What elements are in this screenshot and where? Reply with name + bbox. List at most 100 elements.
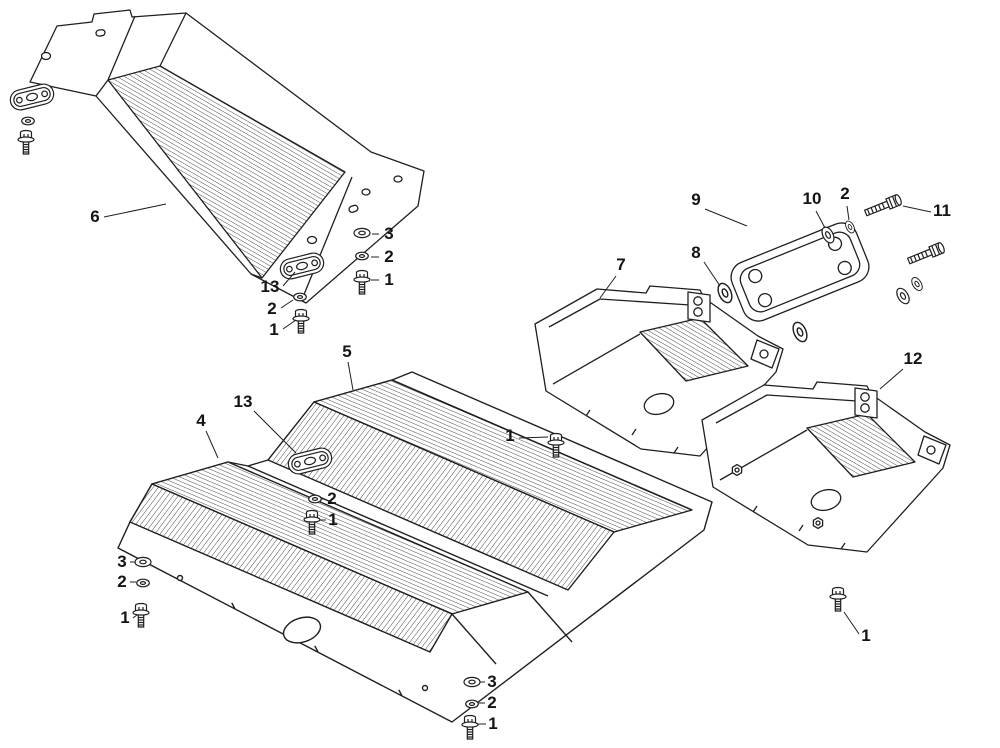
leader-line <box>132 614 138 619</box>
callout-1: 1 <box>320 510 338 529</box>
grommet-washer-8 <box>789 319 811 345</box>
hex-bolt-1 <box>17 129 35 155</box>
flat-washer <box>909 275 925 293</box>
callout-7: 7 <box>599 255 626 299</box>
callout-1: 1 <box>120 608 138 627</box>
part-4-5-double-shield <box>117 371 713 723</box>
callout-2: 2 <box>479 693 497 712</box>
flat-washer-2 <box>355 251 369 261</box>
callout-label: 3 <box>117 552 126 571</box>
bracket-12-tab-hole <box>926 445 936 455</box>
cap-screw-11 <box>906 241 947 267</box>
part-5-front-ribbed <box>267 401 615 591</box>
plate-9 <box>730 222 870 322</box>
flat-washer-2 <box>136 578 150 588</box>
callout-4: 4 <box>196 411 219 459</box>
oval-flange-13 <box>7 81 57 113</box>
callout-label: 7 <box>616 255 625 274</box>
callout-1: 1 <box>505 426 549 445</box>
part-4-5-small-hole <box>176 574 184 582</box>
callout-label: 2 <box>840 184 849 203</box>
leader-line <box>518 436 549 439</box>
leader-line <box>282 271 296 287</box>
callout-1: 1 <box>843 611 871 645</box>
callout-label: 4 <box>196 411 206 430</box>
part-4-5-small-hole <box>421 684 429 692</box>
lock-washer-3 <box>463 676 481 688</box>
leader-line <box>815 210 826 229</box>
callout-1: 1 <box>269 319 297 339</box>
callout-label: 13 <box>234 392 253 411</box>
callout-6: 6 <box>90 203 167 226</box>
callout-label: 2 <box>117 572 126 591</box>
leader-line <box>599 275 617 299</box>
callout-label: 10 <box>803 189 822 208</box>
callout-3: 3 <box>480 672 497 691</box>
lock-washer-3 <box>134 556 152 568</box>
cap-screw-11 <box>863 193 904 219</box>
callout-label: 5 <box>342 342 351 361</box>
callout-label: 3 <box>487 672 496 691</box>
lock-washer-3 <box>353 227 371 239</box>
callout-2: 2 <box>322 489 337 508</box>
hex-bolt-1 <box>132 602 150 628</box>
bracket-7-block-hole <box>693 296 703 306</box>
callout-8: 8 <box>691 243 721 287</box>
callout-2: 2 <box>267 299 294 318</box>
callout-label: 13 <box>261 277 280 296</box>
grommet-washer-8 <box>714 280 736 306</box>
hex-bolt-1 <box>829 586 847 612</box>
bolt-head-icon <box>812 516 824 530</box>
callout-label: 2 <box>384 247 393 266</box>
bracket-12-hole <box>810 488 842 512</box>
plate-9-hole <box>757 293 773 308</box>
callout-3: 3 <box>372 224 394 243</box>
flat-washer-2 <box>308 494 322 504</box>
leader-line <box>280 299 294 309</box>
hex-bolt-1 <box>461 714 479 740</box>
part-6-shield-bracket <box>29 9 425 304</box>
bolt-head-icon <box>731 463 743 477</box>
bracket-12 <box>701 381 951 553</box>
callout-12: 12 <box>879 349 923 390</box>
callout-10: 10 <box>803 189 826 229</box>
callouts: 6 3 2 1 13 2 1 5 <box>90 184 951 733</box>
callout-label: 2 <box>487 693 496 712</box>
flat-washer-2 <box>21 116 35 126</box>
callout-3: 3 <box>117 552 135 571</box>
part-6-hole <box>393 175 403 183</box>
callout-11: 11 <box>902 201 951 220</box>
callout-2: 2 <box>117 572 136 591</box>
callout-13: 13 <box>261 271 296 296</box>
plate-9-inner-rim <box>739 231 861 313</box>
leader-line <box>902 205 932 213</box>
leader-line <box>282 319 297 330</box>
bracket-7-ribbed <box>639 317 749 382</box>
leader-line <box>704 208 748 227</box>
callout-1: 1 <box>371 270 394 289</box>
callout-label: 1 <box>328 510 337 529</box>
part-6-hole <box>361 188 371 196</box>
callout-2: 2 <box>371 247 394 266</box>
callout-label: 12 <box>904 349 923 368</box>
callout-label: 1 <box>120 608 129 627</box>
callout-label: 1 <box>505 426 514 445</box>
callout-label: 2 <box>327 489 336 508</box>
plate-9-hole <box>748 268 763 284</box>
flat-washer-2 <box>465 699 479 709</box>
leader-line <box>703 261 721 287</box>
callout-5: 5 <box>342 342 354 391</box>
leader-line <box>879 368 904 390</box>
part-4-5-hole <box>282 616 322 644</box>
bracket-12-block-hole <box>860 392 870 402</box>
callout-label: 1 <box>384 270 393 289</box>
bracket-7-block-hole <box>693 307 703 317</box>
bracket-12-block-hole <box>860 403 870 413</box>
callout-label: 3 <box>384 224 393 243</box>
plate-9-outline <box>730 222 870 322</box>
callout-label: 6 <box>90 207 99 226</box>
leader-line <box>347 361 354 391</box>
plate-9-hole <box>837 260 852 276</box>
